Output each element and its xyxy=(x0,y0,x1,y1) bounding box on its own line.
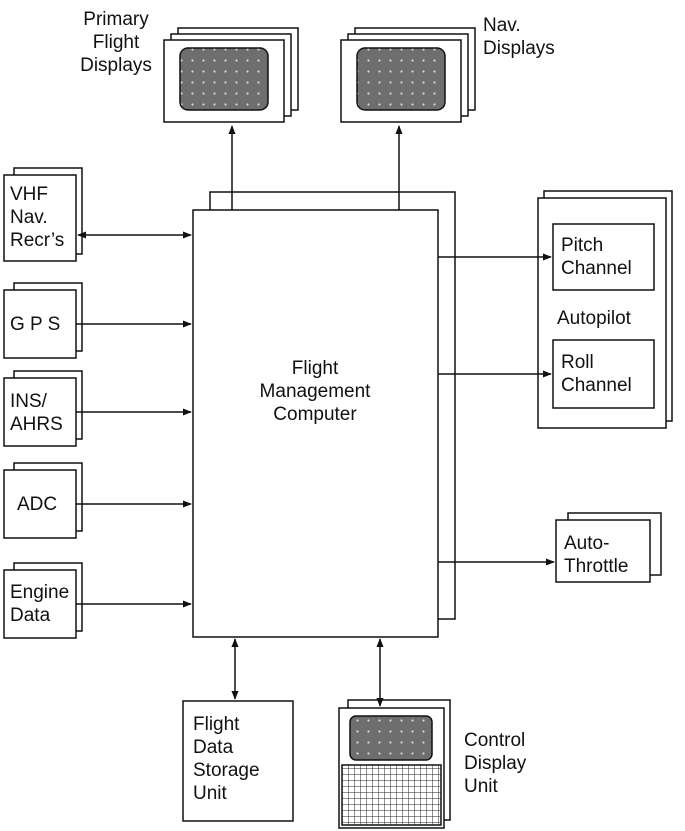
cdu-keypad xyxy=(341,764,442,826)
autopilot-label: Autopilot xyxy=(557,308,631,329)
ins-box xyxy=(3,377,77,447)
adc-label: ADC xyxy=(17,494,58,515)
autothrottle-label: Auto- Throttle xyxy=(564,533,629,577)
vhf-box xyxy=(3,174,77,262)
primary-displays-label: Primary Flight Displays xyxy=(80,9,152,76)
nav-display-screen xyxy=(356,47,446,111)
pitch-channel-label: Pitch Channel xyxy=(561,235,632,279)
autothrottle-box xyxy=(555,519,651,583)
engine-label: Engine Data xyxy=(10,582,70,626)
engine-box xyxy=(3,569,77,639)
fdsu-label: Flight Data Storage Unit xyxy=(193,714,260,804)
roll-channel-box xyxy=(552,339,655,409)
ins-label: INS/ AHRS xyxy=(10,391,63,435)
cdu-label: Control Display Unit xyxy=(464,730,527,797)
primary-display-screen xyxy=(179,47,269,111)
fmc-box xyxy=(192,209,439,638)
gps-label: G P S xyxy=(10,314,61,335)
pitch-channel-box xyxy=(552,223,655,291)
vhf-label: VHF Nav. Recr’s xyxy=(10,184,65,251)
roll-channel-label: Roll Channel xyxy=(561,352,632,396)
fmc-label: Flight Management Computer xyxy=(259,358,371,425)
gps-box xyxy=(3,289,77,359)
fdsu-box xyxy=(182,700,294,822)
nav-displays-label: Nav. Displays xyxy=(483,15,555,59)
cdu-screen xyxy=(349,715,433,761)
